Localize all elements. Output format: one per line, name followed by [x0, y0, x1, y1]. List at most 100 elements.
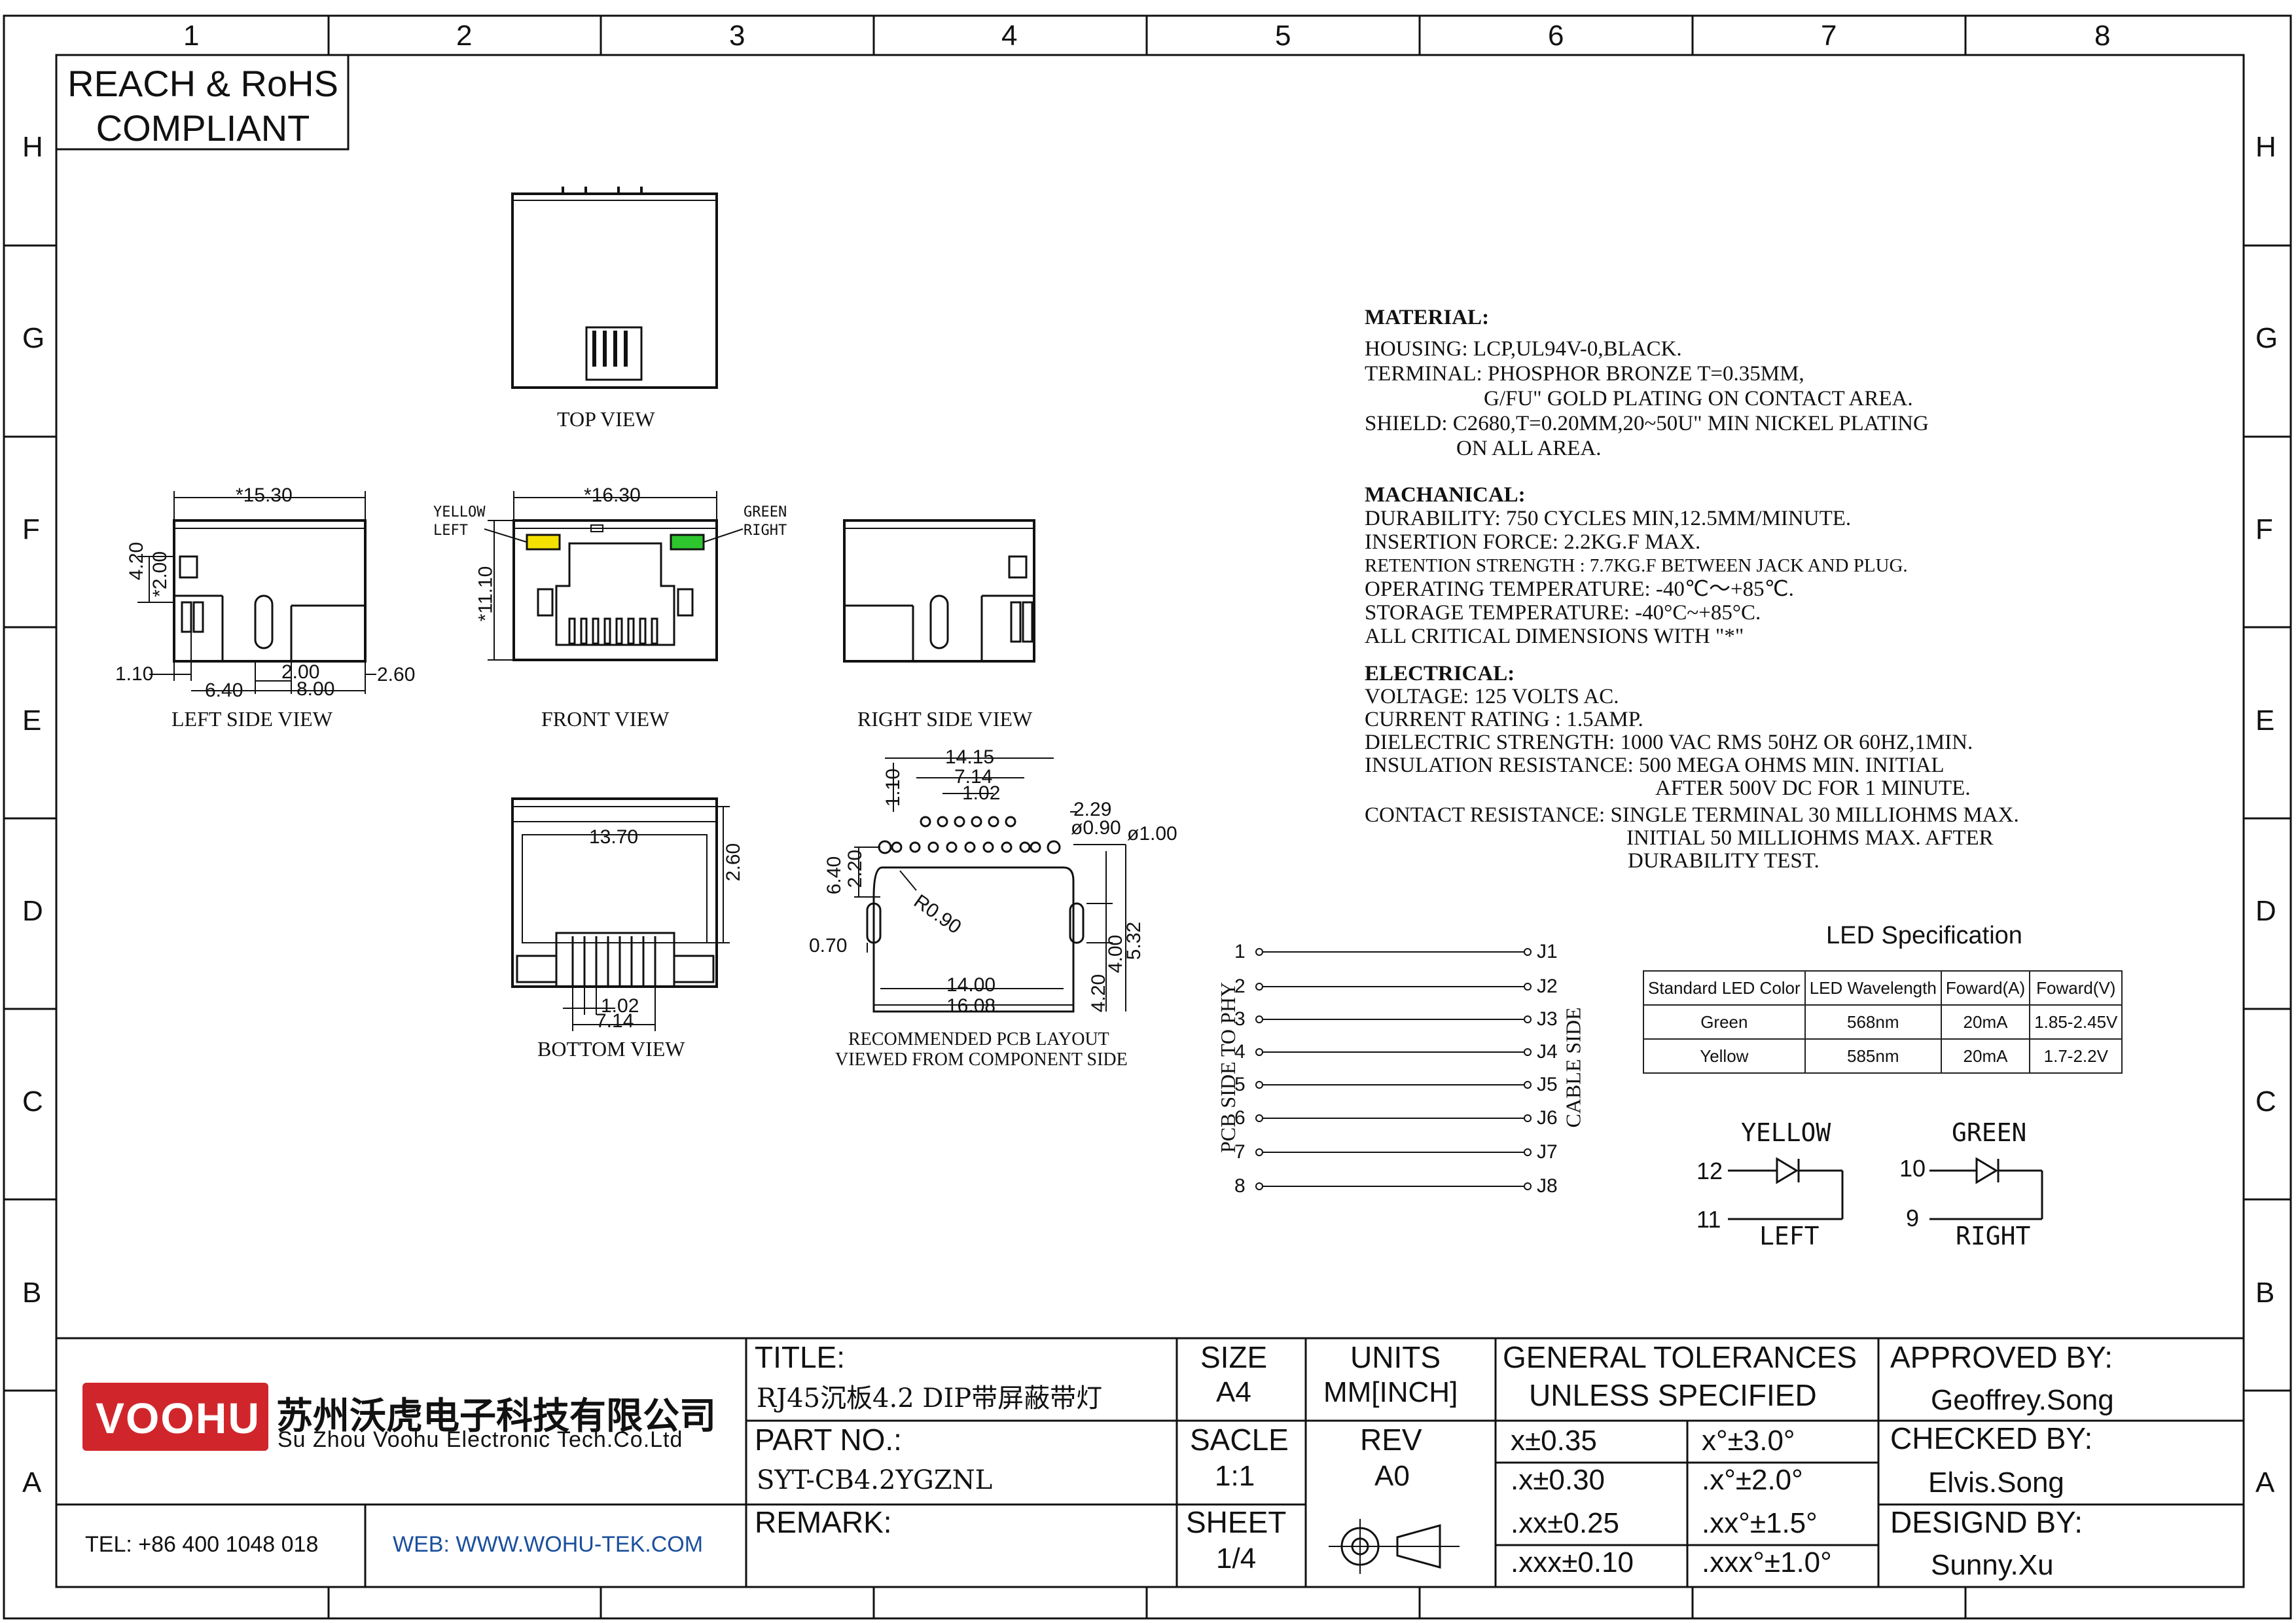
- dim-pcb-m: 16.08: [946, 995, 996, 1017]
- right-view-label: RIGHT SIDE VIEW: [857, 707, 1033, 731]
- electrical-line: INITIAL 50 MILLIOHMS MAX. AFTER: [1626, 826, 1994, 850]
- schematic-lines: [1262, 951, 1525, 1187]
- dim-left-e: 2.60: [377, 664, 416, 685]
- top-view-drawing: [511, 187, 718, 389]
- dim-pcb-d: 1.10: [882, 768, 905, 807]
- mechanical-line: RETENTION STRENGTH : 7.7KG.F BETWEEN JAC…: [1365, 555, 1908, 576]
- rev-value: A0: [1374, 1460, 1410, 1492]
- tolerance-title-2: UNLESS SPECIFIED: [1529, 1378, 1817, 1412]
- pin-label: J7: [1537, 1141, 1558, 1163]
- front-view-label: FRONT VIEW: [541, 707, 670, 731]
- row-G: G: [22, 322, 45, 354]
- front-dims: [484, 491, 744, 661]
- tolerance-value: .x±0.30: [1511, 1464, 1605, 1496]
- electrical-line: VOLTAGE: 125 VOLTS AC.: [1365, 685, 1619, 708]
- led-pin-12: 12: [1696, 1158, 1723, 1184]
- row-F: F: [22, 513, 40, 545]
- table-header-cell: Foward(V): [2029, 970, 2123, 1006]
- pin-label: 4: [1234, 1041, 1246, 1063]
- row-H-right: H: [2255, 131, 2276, 163]
- electrical-line: INSULATION RESISTANCE: 500 MEGA OHMS MIN…: [1365, 754, 1945, 777]
- led-green-label: GREEN: [1952, 1118, 2027, 1147]
- row-B: B: [22, 1277, 42, 1309]
- electrical-heading: ELECTRICAL:: [1365, 662, 1515, 685]
- material-line: HOUSING: LCP,UL94V-0,BLACK.: [1365, 337, 1682, 361]
- approved-label: APPROVED BY:: [1890, 1340, 2113, 1374]
- table-cell: 1.85-2.45V: [2029, 1004, 2123, 1040]
- title-value: RJ45沉板4.2 DIP带屏蔽带灯: [757, 1383, 1103, 1413]
- row-G-right: G: [2255, 322, 2278, 354]
- front-view-drawing: [512, 519, 718, 661]
- schematic-right-label: CABLE SIDE: [1561, 1007, 1585, 1128]
- dim-left-width: *15.30: [236, 484, 293, 506]
- dim-left-h1: 4.20: [126, 541, 148, 581]
- company-name-cn: 苏州沃虎电子科技有限公司: [276, 1395, 716, 1436]
- units-label: UNITS: [1350, 1340, 1441, 1374]
- electrical-line: AFTER 500V DC FOR 1 MINUTE.: [1655, 776, 1971, 800]
- scale-value: 1:1: [1215, 1460, 1255, 1492]
- row-D: D: [22, 895, 43, 927]
- dim-pcb-l: 14.00: [946, 974, 996, 996]
- row-D-right: D: [2255, 895, 2276, 927]
- material-heading: MATERIAL:: [1365, 306, 1490, 329]
- dim-pcb-b: 7.14: [954, 766, 993, 788]
- pin-label: J5: [1537, 1074, 1558, 1095]
- mechanical-line: ALL CRITICAL DIMENSIONS WITH "*": [1365, 625, 1744, 648]
- yellow-led-diode: [1728, 1157, 1844, 1220]
- table-cell: 20mA: [1940, 1038, 2031, 1074]
- tolerance-value: .xx°±1.5°: [1702, 1507, 1818, 1539]
- row-C-right: C: [2255, 1085, 2276, 1118]
- company-logo: VOOHU: [96, 1394, 261, 1442]
- led-spec-table: Standard LED Color LED Wavelength Foward…: [1643, 970, 2123, 1074]
- table-header-cell: LED Wavelength: [1804, 970, 1942, 1006]
- table-header-row: Standard LED Color LED Wavelength Foward…: [1643, 970, 2123, 1006]
- pin-label: 8: [1234, 1175, 1246, 1197]
- mechanical-section: MACHANICAL: DURABILITY: 750 CYCLES MIN,1…: [1365, 483, 1908, 648]
- led-spec-title: LED Specification: [1826, 922, 2022, 949]
- table-row: Yellow 585nm 20mA 1.7-2.2V: [1643, 1038, 2123, 1074]
- front-green-label: GREEN: [744, 504, 787, 520]
- logo-background: [82, 1383, 268, 1451]
- green-led-diode: [1929, 1157, 2043, 1220]
- pin-label: J6: [1537, 1107, 1558, 1129]
- compliance-line1: REACH & RoHS: [67, 63, 338, 104]
- material-line: G/FU" GOLD PLATING ON CONTACT AREA.: [1484, 387, 1913, 410]
- pin-label: 3: [1234, 1008, 1246, 1030]
- pin-label: 5: [1234, 1074, 1246, 1095]
- inner-frame: [55, 54, 2245, 1588]
- pcb-view-label-1: RECOMMENDED PCB LAYOUT: [848, 1029, 1109, 1049]
- dim-pcb-p: 4.20: [1088, 974, 1110, 1013]
- dim-left-c: 2.00: [281, 661, 320, 683]
- mechanical-line: DURABILITY: 750 CYCLES MIN,12.5MM/MINUTE…: [1365, 507, 1852, 530]
- dim-pcb-f: ø0.90: [1071, 817, 1121, 839]
- tolerance-title-1: GENERAL TOLERANCES: [1503, 1340, 1857, 1374]
- pin-label: J1: [1537, 941, 1558, 962]
- dim-pcb-c: 1.02: [962, 782, 1001, 804]
- front-led-green: [670, 534, 705, 551]
- row-B-right: B: [2255, 1277, 2275, 1309]
- rev-label: REV: [1360, 1423, 1422, 1457]
- designed-value: Sunny.Xu: [1931, 1549, 2054, 1581]
- column-ticks: [327, 16, 1967, 1618]
- company-web: WEB: WWW.WOHU-TEK.COM: [393, 1532, 704, 1557]
- remark-label: REMARK:: [755, 1505, 892, 1539]
- part-number: SYT-CB4.2YGZNL: [757, 1465, 993, 1495]
- pin-label: J8: [1537, 1175, 1558, 1197]
- pin-label: J2: [1537, 976, 1558, 997]
- electrical-section: ELECTRICAL: VOLTAGE: 125 VOLTS AC. CURRE…: [1365, 663, 2019, 873]
- row-H: H: [22, 131, 43, 163]
- dim-pcb-i: 2.20: [844, 849, 867, 888]
- checked-label: CHECKED BY:: [1890, 1421, 2093, 1455]
- led-right-label: RIGHT: [1956, 1222, 2031, 1250]
- table-row: Green 568nm 20mA 1.85-2.45V: [1643, 1004, 2123, 1040]
- tolerance-value: .xxx±0.10: [1511, 1546, 1634, 1578]
- table-cell: 20mA: [1940, 1004, 2031, 1040]
- dim-left-d: 8.00: [296, 678, 335, 700]
- top-view-label: TOP VIEW: [557, 407, 655, 431]
- table-cell: 1.7-2.2V: [2029, 1038, 2123, 1074]
- left-side-dims: [137, 491, 376, 694]
- front-yellow-label: YELLOW: [433, 504, 486, 520]
- col-1: 1: [183, 20, 200, 52]
- units-value: MM[INCH]: [1323, 1376, 1458, 1408]
